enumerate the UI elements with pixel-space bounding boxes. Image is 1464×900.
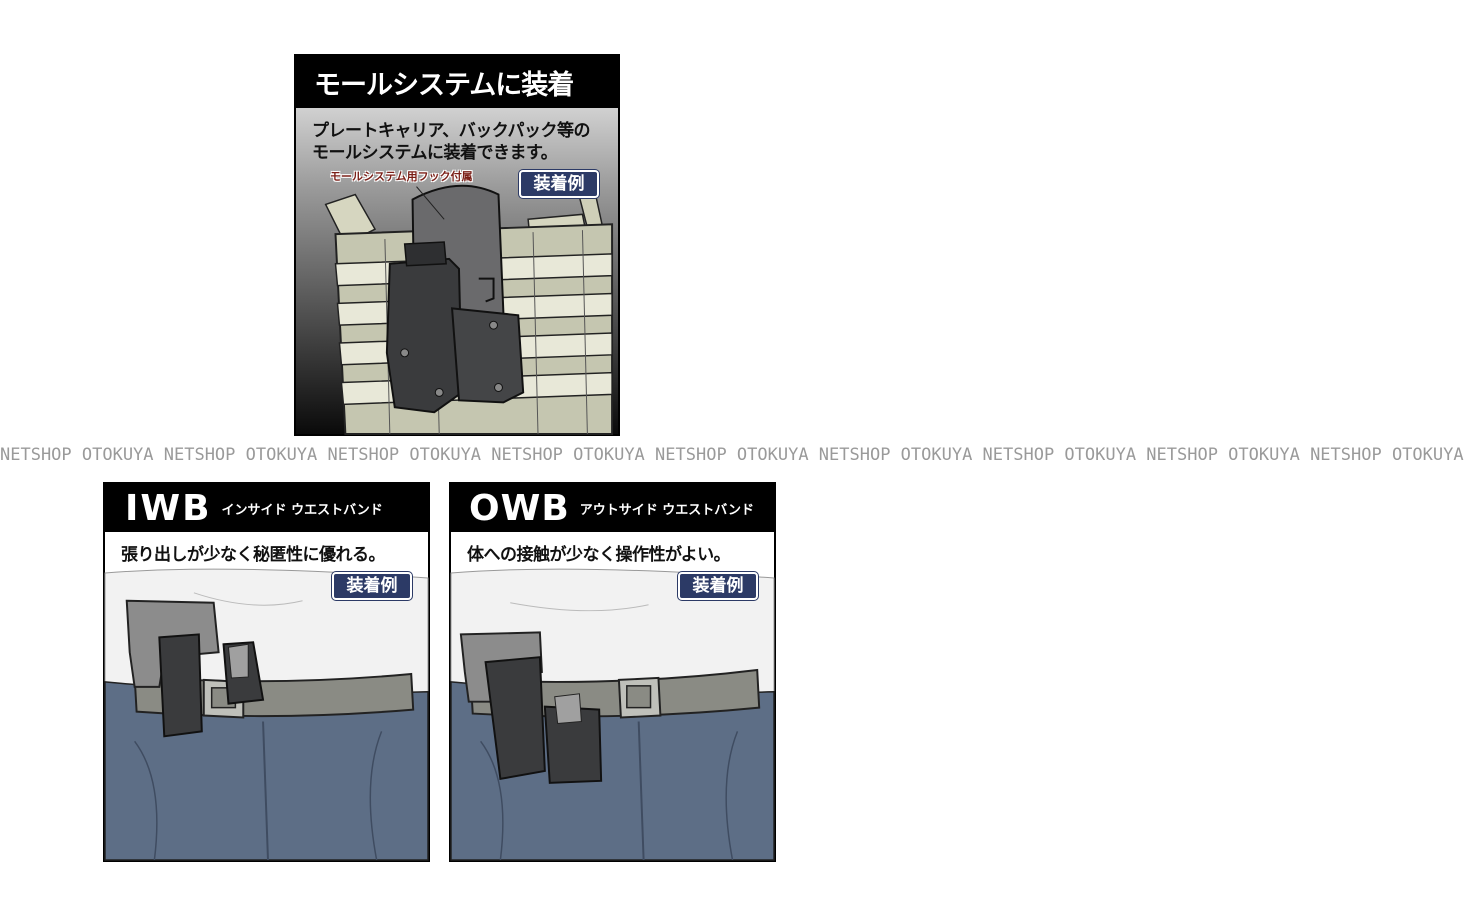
- iwb-subtitle: インサイド ウエストバンド: [221, 502, 383, 518]
- iwb-title: IWB: [125, 487, 212, 529]
- watermark-text: NETSHOP OTOKUYA NETSHOP OTOKUYA NETSHOP …: [0, 445, 1464, 465]
- molle-panel: モールシステムに装着 プレートキャリア、バックパック等の モールシステムに装着で…: [294, 54, 620, 436]
- molle-description-line-1: プレートキャリア、バックパック等の: [312, 121, 590, 141]
- molle-vest-illustration: [296, 56, 618, 435]
- owb-title-bar: OWB アウトサイド ウエストバンド: [451, 484, 774, 532]
- molle-hook-callout: モールシステム用フック付属: [330, 170, 473, 183]
- owb-panel: OWB アウトサイド ウエストバンド 体への接触が少なく操作性がよい。 装着例: [449, 482, 776, 862]
- iwb-title-bar: IWB インサイド ウエストバンド: [105, 484, 428, 532]
- iwb-example-badge: 装着例: [332, 572, 412, 600]
- molle-title: モールシステムに装着: [314, 69, 574, 101]
- molle-example-badge: 装着例: [519, 170, 599, 198]
- owb-example-badge: 装着例: [678, 572, 758, 600]
- molle-description-line-2: モールシステムに装着できます。: [312, 143, 558, 163]
- molle-title-bar: モールシステムに装着: [296, 56, 618, 108]
- owb-description: 体への接触が少なく操作性がよい。: [467, 545, 731, 565]
- iwb-panel: IWB インサイド ウエストバンド 張り出しが少なく秘匿性に優れる。 装着例: [103, 482, 430, 862]
- owb-belt-illustration: [450, 484, 775, 861]
- owb-title: OWB: [469, 487, 570, 529]
- iwb-description: 張り出しが少なく秘匿性に優れる。: [121, 545, 386, 565]
- iwb-belt-illustration: [104, 484, 429, 861]
- owb-subtitle: アウトサイド ウエストバンド: [579, 502, 754, 518]
